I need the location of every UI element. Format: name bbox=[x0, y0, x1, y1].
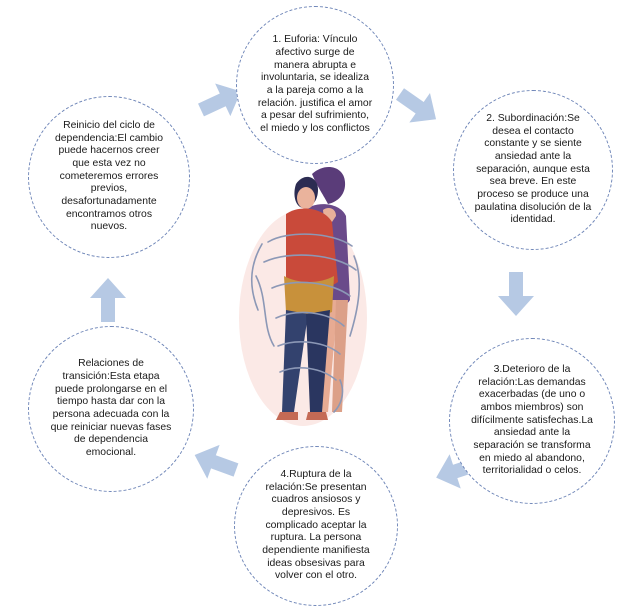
stage-subordinacion-text: 2. Subordinación:Se desea el contacto co… bbox=[474, 112, 592, 226]
arrow-transicion-to-reinicio bbox=[90, 278, 126, 322]
arrow-subordinacion-to-deterioro bbox=[498, 272, 534, 316]
stage-relaciones-transicion: Relaciones de transición:Esta etapa pued… bbox=[28, 326, 194, 492]
stage-euforia: 1. Euforia: Vínculo afectivo surge de ma… bbox=[236, 6, 394, 164]
stage-euforia-text: 1. Euforia: Vínculo afectivo surge de ma… bbox=[257, 34, 373, 135]
stage-subordinacion: 2. Subordinación:Se desea el contacto co… bbox=[453, 90, 613, 250]
stage-relaciones-transicion-text: Relaciones de transición:Esta etapa pued… bbox=[50, 358, 172, 459]
embracing-couple-bound-by-rope-icon bbox=[239, 167, 367, 426]
stage-ruptura-text: 4.Ruptura de la relación:Se presentan cu… bbox=[262, 468, 370, 582]
stage-reinicio: Reinicio del ciclo de dependencia:El cam… bbox=[28, 96, 190, 258]
stage-reinicio-text: Reinicio del ciclo de dependencia:El cam… bbox=[54, 119, 164, 233]
stage-ruptura: 4.Ruptura de la relación:Se presentan cu… bbox=[234, 446, 398, 606]
arrow-ruptura-to-transicion bbox=[194, 444, 239, 479]
stage-deterioro-text: 3.Deterioro de la relación:Las demandas … bbox=[471, 363, 593, 477]
stage-deterioro: 3.Deterioro de la relación:Las demandas … bbox=[449, 338, 615, 504]
arrow-reinicio-to-euforia bbox=[198, 83, 241, 117]
arrow-euforia-to-subordinacion bbox=[395, 88, 437, 123]
